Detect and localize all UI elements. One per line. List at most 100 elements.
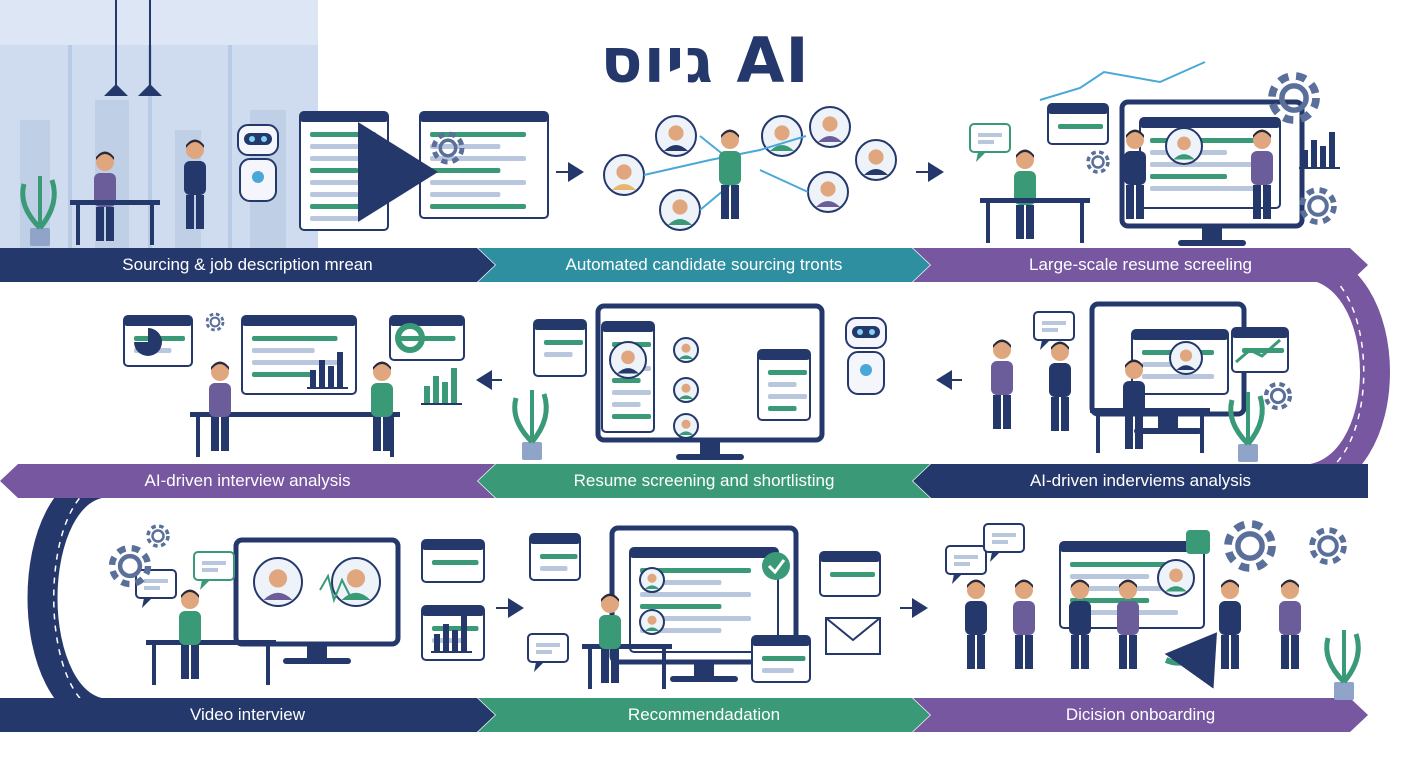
avatar [761,115,803,157]
avatar [331,557,381,607]
avatar [1169,341,1203,375]
plant-icon [1324,630,1361,700]
chat-bubble-icon [527,633,569,672]
office-window-background [0,0,318,248]
stage-band [0,248,495,282]
stage-label: Large-scale resume screeling [1029,255,1252,274]
avatar [639,609,665,635]
row-connector-left [27,467,112,729]
stage-label: AI-driven inderviems analysis [1029,471,1252,490]
stage-band [913,698,1368,732]
desk [190,412,400,457]
avatar [855,139,897,181]
avatar [673,377,699,403]
shortlist-card [629,547,779,653]
stage-scene [969,61,1340,246]
person-figure [1124,129,1146,219]
mail-icon [825,617,881,655]
person-figure [991,339,1013,429]
avatar [1157,559,1195,597]
stage-band [0,464,495,498]
robot-icon [845,317,887,395]
stage-label: AI-driven interview analysis [144,471,351,490]
desk [146,640,276,685]
plant-icon [512,390,549,460]
calendar-icon [529,533,581,581]
person-figure [94,151,116,241]
desk [980,198,1090,243]
stage-band [478,248,930,282]
avatar [673,413,699,439]
avatar [807,171,849,213]
bar-chart-icon [431,616,472,653]
bar-chart-icon [421,368,462,405]
avatar [809,106,851,148]
chat-bubble-icon [969,123,1011,162]
form-card [751,635,811,683]
person-figure [1219,579,1241,669]
person-figure [179,589,201,679]
gear-icon [1086,150,1110,174]
avatar [639,567,665,593]
person-figure [599,593,621,683]
resume-card [533,319,587,377]
plant-icon [1228,392,1265,462]
person-figure [371,361,393,451]
robot-icon [237,124,279,202]
stage-label: Recommendadation [627,705,781,724]
stage-band [913,248,1368,282]
info-card [1047,103,1109,145]
avatar [1165,127,1203,165]
stage-scene [123,312,465,457]
trend-card [1231,327,1289,373]
person-figure [1049,341,1071,431]
person-figure [1123,359,1145,449]
person-figure [965,579,987,669]
stage-label: Resume screening and shortlisting [573,471,835,490]
donut-card [421,539,485,583]
desk [70,200,160,245]
stage-label: Automated candidate sourcing tronts [565,255,843,274]
avatar [659,189,701,231]
stage-scene [603,106,897,231]
team-card [819,551,881,597]
gear-icon [1224,520,1276,572]
settings-card [419,111,549,219]
person-figure [1069,579,1091,669]
stage-label: Sourcing & job description mrean [122,255,373,274]
stage-scene [527,525,881,689]
gear-icon [146,524,170,548]
chart-card [241,315,357,395]
stage-band [478,464,930,498]
stage-scene [991,301,1293,462]
gear-icon [1268,72,1320,124]
chat-bubble-icon [135,569,177,608]
stage-scene [512,303,887,460]
avatar [603,154,645,196]
person-figure [1117,579,1139,669]
chat-bubble-icon [193,551,235,590]
person-figure [719,129,741,219]
stage-band [478,698,930,732]
bar-chart-icon [307,352,348,389]
person-figure [1013,579,1035,669]
gear-icon [1263,381,1293,411]
gear-icon [431,131,465,165]
checklist-card [299,111,389,231]
avatar [673,337,699,363]
chat-bubble-icon [945,545,987,584]
person-figure [184,139,206,229]
desk [1090,408,1210,453]
desk [582,644,672,689]
person-figure [1014,149,1036,239]
stage-label: Video interview [190,705,305,724]
person-figure [1251,129,1273,219]
gear-icon [205,312,225,332]
stage-scene [20,111,549,246]
chat-bubble-icon [983,523,1025,562]
chat-bubble-icon [1033,311,1075,350]
stage-band [913,464,1368,498]
gear-icon [108,544,152,588]
